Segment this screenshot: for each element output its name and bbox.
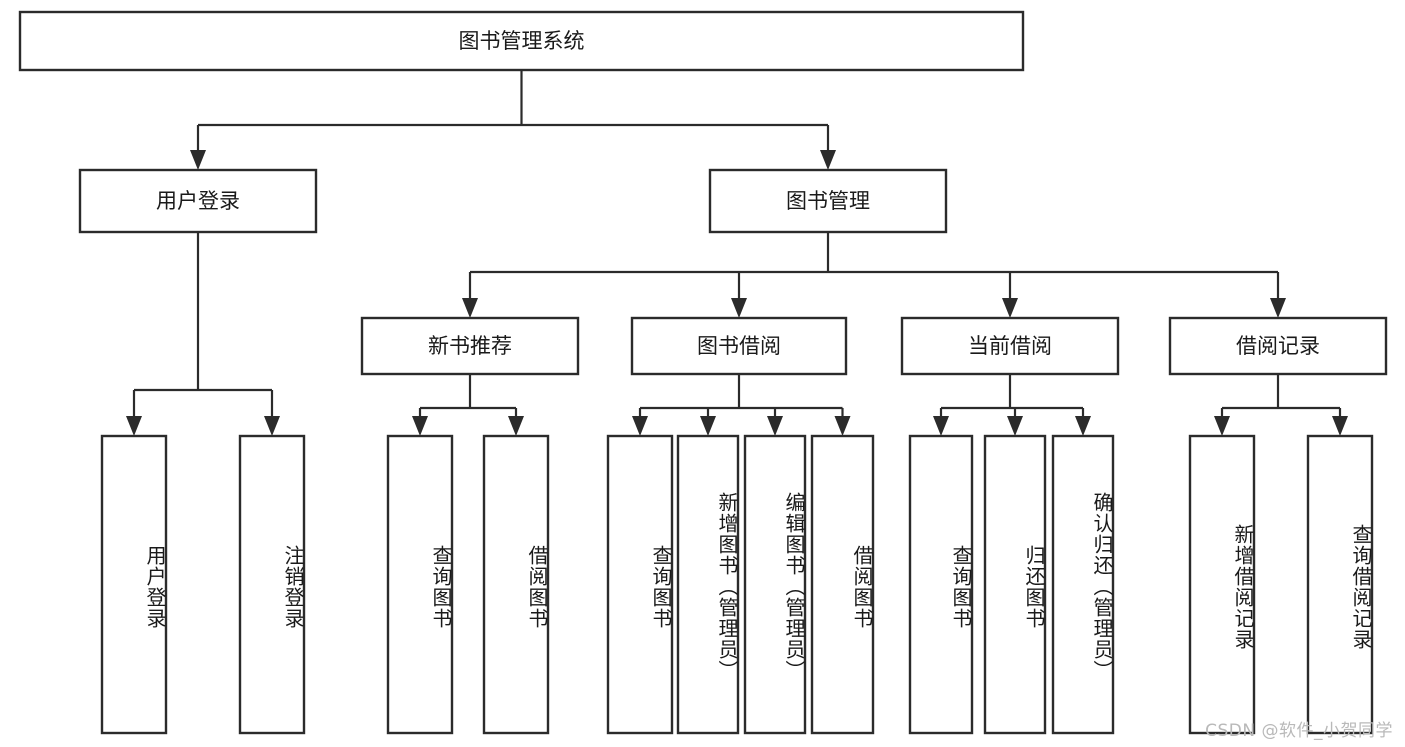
- arrow-head-icon: [264, 416, 280, 436]
- boxes-layer: [18, 10, 1388, 735]
- node-level1-用户登录[interactable]: [78, 168, 318, 234]
- node-leaf-注销登录-1[interactable]: [238, 434, 306, 735]
- node-label-level2-2: 当前借阅: [968, 334, 1052, 358]
- node-label-level2-3: 借阅记录: [1236, 334, 1320, 358]
- arrow-head-icon: [632, 416, 648, 436]
- arrow-head-icon: [412, 416, 428, 436]
- node-leaf-查询借阅记录-12[interactable]: [1306, 434, 1374, 735]
- arrow-head-icon: [700, 416, 716, 436]
- node-label-level1-1: 图书管理: [786, 189, 870, 213]
- node-level2-当前借阅[interactable]: [900, 316, 1120, 376]
- node-leaf-查询图书-4[interactable]: [606, 434, 674, 735]
- arrow-head-icon: [933, 416, 949, 436]
- node-leaf-查询图书-2[interactable]: [386, 434, 454, 735]
- node-leaf-用户登录-0[interactable]: [100, 434, 168, 735]
- node-level2-借阅记录[interactable]: [1168, 316, 1388, 376]
- arrow-head-icon: [126, 416, 142, 436]
- arrow-head-icon: [767, 416, 783, 436]
- node-root-图书管理系统[interactable]: [18, 10, 1025, 72]
- node-leaf-借阅图书-3[interactable]: [482, 434, 550, 735]
- node-leaf-归还图书-9[interactable]: [983, 434, 1047, 735]
- node-label-level1-0: 用户登录: [156, 189, 240, 213]
- node-leaf-新增借阅记录-11[interactable]: [1188, 434, 1256, 735]
- arrow-head-icon: [1214, 416, 1230, 436]
- arrow-head-icon: [508, 416, 524, 436]
- arrow-head-icon: [834, 416, 851, 436]
- node-level1-图书管理[interactable]: [708, 168, 948, 234]
- arrow-head-icon: [1075, 416, 1091, 436]
- node-label-level2-0: 新书推荐: [428, 334, 512, 358]
- arrow-head-icon: [1270, 298, 1286, 318]
- node-level2-新书推荐[interactable]: [360, 316, 580, 376]
- arrow-head-icon: [190, 150, 206, 170]
- watermark-text: CSDN @软件_小贺同学: [1205, 721, 1393, 741]
- node-leaf-查询图书-8[interactable]: [908, 434, 974, 735]
- arrow-head-icon: [820, 150, 836, 170]
- node-level2-图书借阅[interactable]: [630, 316, 848, 376]
- arrow-head-icon: [1002, 298, 1018, 318]
- node-leaf-确认归还管理员-10[interactable]: [1051, 434, 1115, 735]
- node-label-root: 图书管理系统: [459, 29, 585, 53]
- arrow-head-icon: [1332, 416, 1348, 436]
- connectors-layer: [126, 70, 1348, 436]
- node-leaf-新增图书管理员-5[interactable]: [676, 434, 740, 735]
- arrow-head-icon: [1007, 416, 1023, 436]
- arrow-head-icon: [462, 298, 478, 318]
- node-leaf-编辑图书管理员-6[interactable]: [743, 434, 807, 735]
- node-label-level2-1: 图书借阅: [697, 334, 781, 358]
- arrow-head-icon: [731, 298, 747, 318]
- node-leaf-借阅图书-7[interactable]: [810, 434, 875, 735]
